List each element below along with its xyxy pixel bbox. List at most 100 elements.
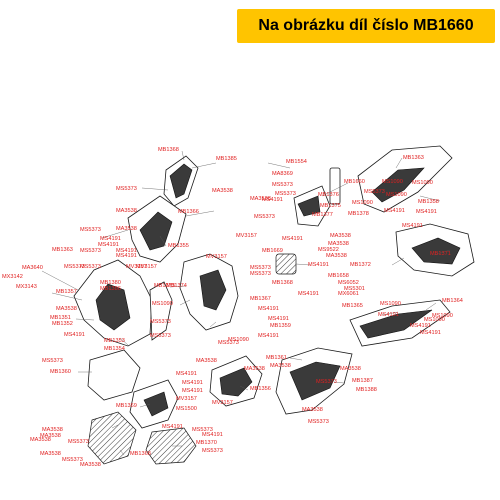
part-callout-label: MS5373 xyxy=(272,182,293,188)
part-callout-label: MS1090 xyxy=(382,179,403,185)
part-callout-label: MA3538 xyxy=(56,306,77,312)
part-callout-label: MS5373 xyxy=(64,264,85,270)
part-callout-label: MV3157 xyxy=(206,254,227,260)
part-callout-label: MS1090 xyxy=(424,317,445,323)
leader-lines xyxy=(41,150,451,456)
part-callout-label: MV3157 xyxy=(176,396,197,402)
part-callout-label: MB1372 xyxy=(350,262,371,268)
part-callout-label: MB1358 xyxy=(418,199,439,205)
part-callout-label: MX3143 xyxy=(16,284,37,290)
part-callout-label: MA3538 xyxy=(270,363,291,369)
part-callout-label: MS5373 xyxy=(250,271,271,277)
part-callout-label: MB1365 xyxy=(342,303,363,309)
part-callout-label: MB1387 xyxy=(352,378,373,384)
part-callout-label: MS5301 xyxy=(344,286,365,292)
part-callout-label: MV3157 xyxy=(236,233,257,239)
part-callout-label: MS4191 xyxy=(116,253,137,259)
part-callout-label: MS4191 xyxy=(202,432,223,438)
part-callout-label: MB1368 xyxy=(272,280,293,286)
under-grate-right xyxy=(145,427,197,465)
part-callout-label: MS1090 xyxy=(228,337,249,343)
part-callout-label: MS1090 xyxy=(432,313,453,319)
part-callout-label: MS5373 xyxy=(218,340,239,346)
part-callout-label: MB1375 xyxy=(320,203,341,209)
part-callout-label: MS4191 xyxy=(420,330,441,336)
part-callout-label: MS4191 xyxy=(98,242,119,248)
part-callout-label: MB1380 xyxy=(100,280,121,286)
part-callout-label: MS4191 xyxy=(416,209,437,215)
part-callout-label: MS4191 xyxy=(176,371,197,377)
part-callout-label: MS5373 xyxy=(364,189,385,195)
part-callout-label: MA3538 xyxy=(326,253,347,259)
part-callout-label: MB1373 xyxy=(154,283,175,289)
part-callout-label: MA3538 xyxy=(30,437,51,443)
part-callout-label: MS4191 xyxy=(64,332,85,338)
part-callout-label: MB1363 xyxy=(403,155,424,161)
part-callout-label: MB1378 xyxy=(348,211,369,217)
part-callout-label: MS1090 xyxy=(386,192,407,198)
part-callout-label: MS4191 xyxy=(308,262,329,268)
part-callout-label: MS1090 xyxy=(152,301,173,307)
part-callout-label: MS4191 xyxy=(162,424,183,430)
part-callout-label: MS4191 xyxy=(402,223,423,229)
part-callout-label: MB1352 xyxy=(52,321,73,327)
part-callout-label: MX6061 xyxy=(338,291,359,297)
part-callout-label: MS4191 xyxy=(378,312,399,318)
part-callout-label: MS5373 xyxy=(202,448,223,454)
fairing-parts xyxy=(73,145,475,465)
part-callout-label: MA3538 xyxy=(212,188,233,194)
part-callout-label: MS5373 xyxy=(316,379,337,385)
part-callout-label: MS4191 xyxy=(100,236,121,242)
part-callout-label: MB1660 xyxy=(344,179,365,185)
part-callout-label: MS4191 xyxy=(258,306,279,312)
part-callout-label: MA3538 xyxy=(80,462,101,468)
part-callout-label: MS4191 xyxy=(262,197,283,203)
part-callout-label: MA3538 xyxy=(302,407,323,413)
part-callout-label: MS1090 xyxy=(380,301,401,307)
part-callout-label: MS1090 xyxy=(352,200,373,206)
part-callout-label: MS9522 xyxy=(318,247,339,253)
part-callout-label: MS4191 xyxy=(116,248,137,254)
part-callout-label: MB1554 xyxy=(286,159,307,165)
part-callout-label: MB1359 xyxy=(270,323,291,329)
part-callout-label: MB1368 xyxy=(158,147,179,153)
part-callout-label: MB1371 xyxy=(430,251,451,257)
part-callout-label: MS5373 xyxy=(254,214,275,220)
part-callout-label: MA3640 xyxy=(22,265,43,271)
part-callout-label: MS5373 xyxy=(150,319,171,325)
part-callout-label: MB1658 xyxy=(328,273,349,279)
part-callout-label: MS5373 xyxy=(80,227,101,233)
part-callout-label: MS5373 xyxy=(250,265,271,271)
part-callout-label: MB1385 xyxy=(216,156,237,162)
part-callout-label: MS4191 xyxy=(182,388,203,394)
part-callout-label: MA3538 xyxy=(244,366,265,372)
part-callout-label: MV3157 xyxy=(126,264,147,270)
part-callout-label: MA3538 xyxy=(330,233,351,239)
part-callout-label: MB1376 xyxy=(318,192,339,198)
part-mb1660 xyxy=(297,195,321,217)
part-callout-label: MS5373 xyxy=(150,333,171,339)
part-callout-label: MA3538 xyxy=(340,366,361,372)
part-callout-label: MS5373 xyxy=(308,419,329,425)
part-callout-label: MB1354 xyxy=(104,346,125,352)
part-callout-label: MB1356 xyxy=(250,386,271,392)
part-callout-label: MS5373 xyxy=(80,248,101,254)
part-callout-label: MA3538 xyxy=(116,226,137,232)
part-callout-label: MB1370 xyxy=(196,440,217,446)
part-callout-label: MS1500 xyxy=(176,406,197,412)
part-callout-label: MS4191 xyxy=(410,323,431,329)
part-callout-label: MB1363 xyxy=(52,247,73,253)
part-callout-label: MA8369 xyxy=(272,171,293,177)
part-callout-label: MB1357 xyxy=(56,289,77,295)
part-callout-label: MA3538 xyxy=(328,241,349,247)
part-callout-label: MB1388 xyxy=(356,387,377,393)
part-callout-label: MS5373 xyxy=(275,191,296,197)
part-callout-label: MA3538 xyxy=(42,427,63,433)
part-callout-label: MS4191 xyxy=(384,208,405,214)
part-callout-label: MS4191 xyxy=(282,236,303,242)
part-callout-label: MS5373 xyxy=(62,457,83,463)
part-callout-label: MS5373 xyxy=(68,439,89,445)
part-callout-label: MA3538 xyxy=(250,196,271,202)
part-callout-label: MB1377 xyxy=(312,212,333,218)
